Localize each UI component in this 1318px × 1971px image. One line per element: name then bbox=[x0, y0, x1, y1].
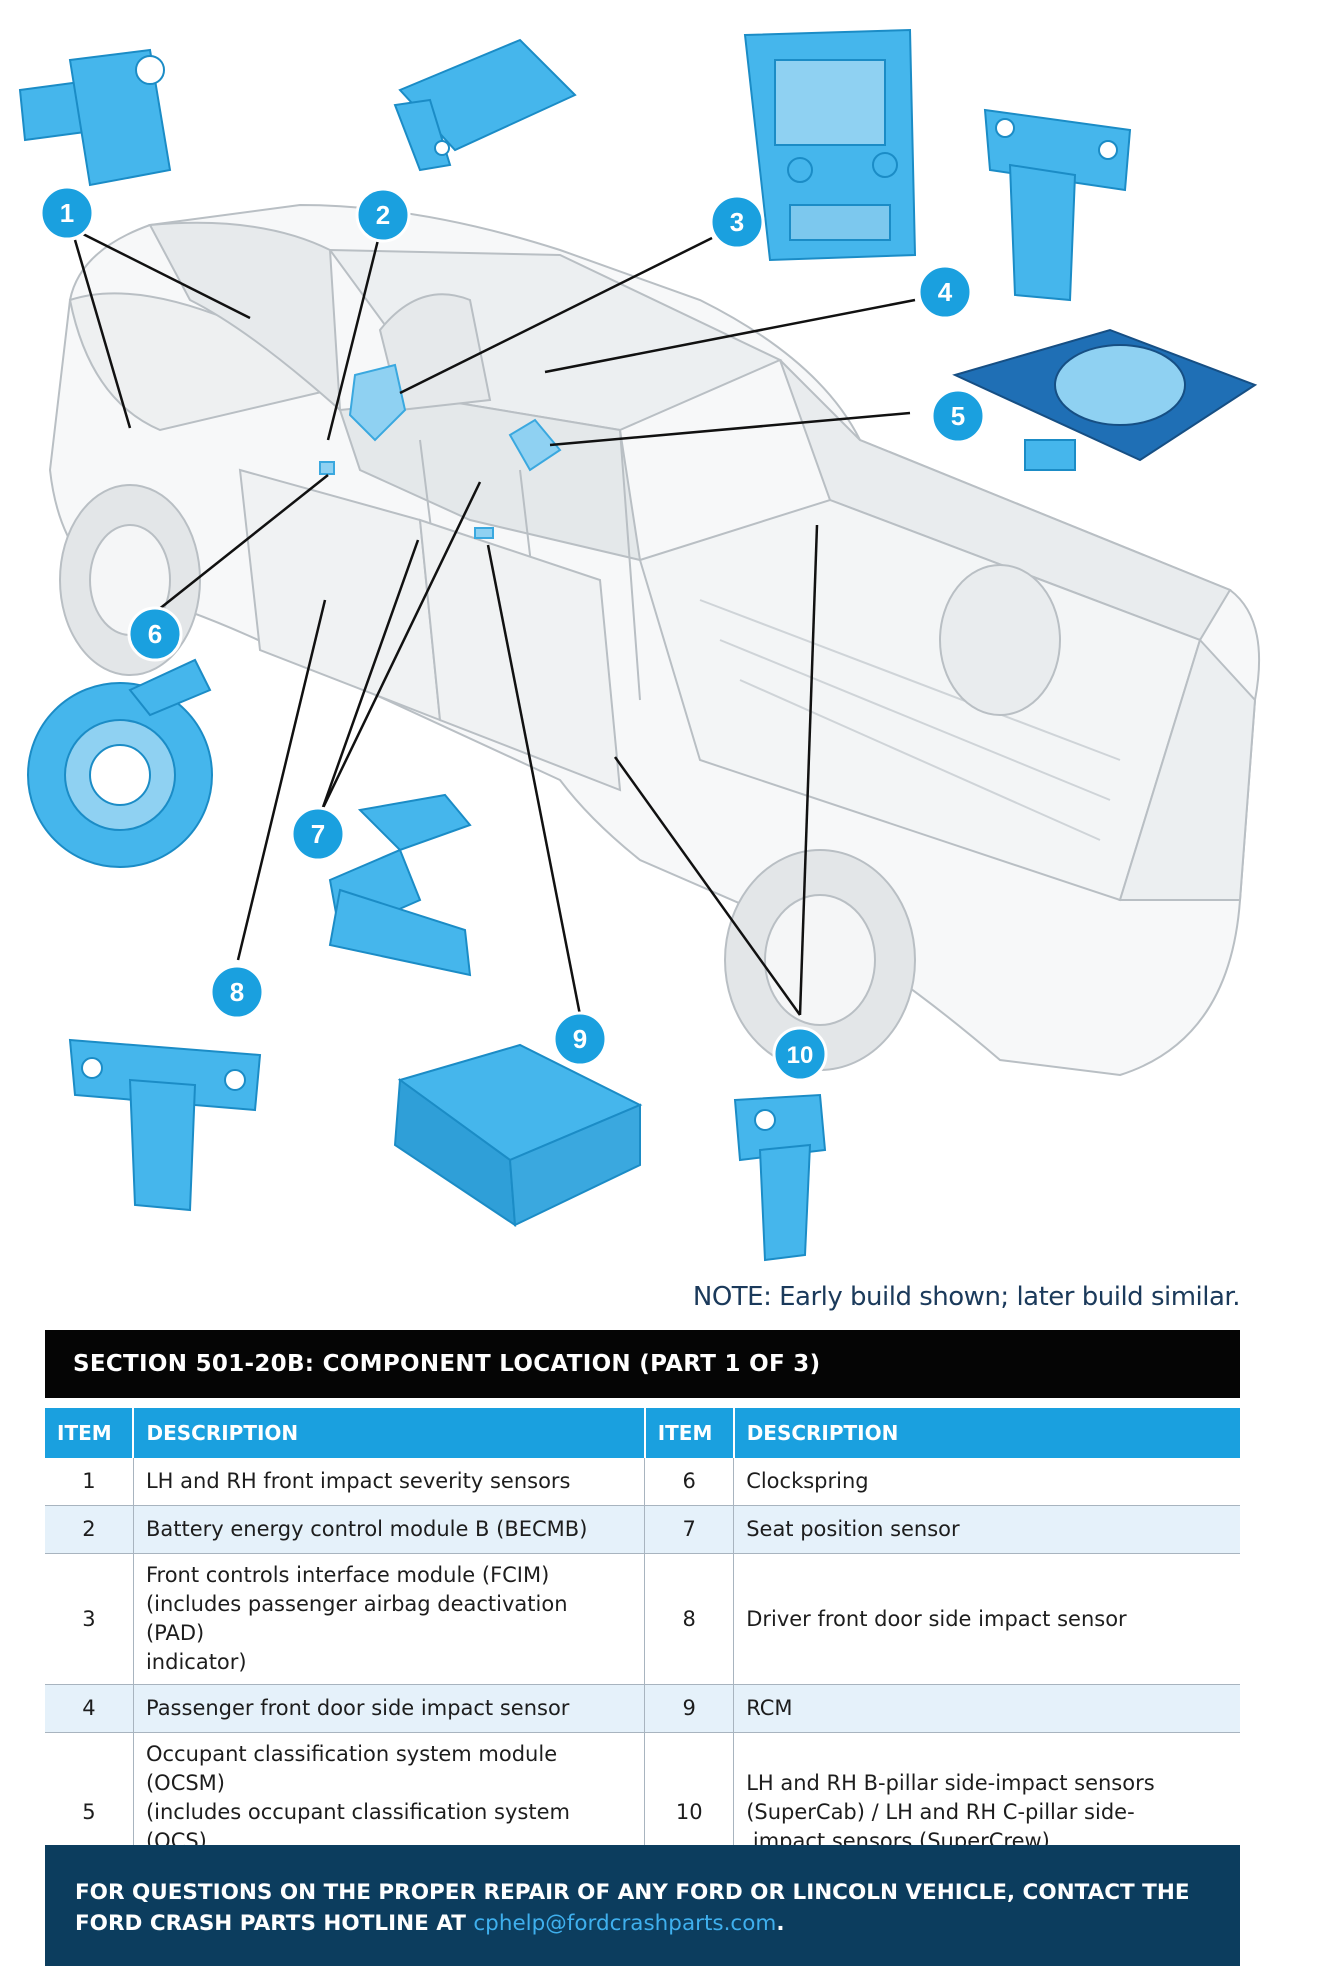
item-description: RCM bbox=[733, 1684, 1240, 1733]
hotline-text: FOR QUESTIONS ON THE PROPER REPAIR OF AN… bbox=[75, 1880, 1190, 1936]
table-row: 1 LH and RH front impact severity sensor… bbox=[45, 1458, 1240, 1506]
in-vehicle-markers bbox=[319, 363, 562, 539]
callout-6: 6 bbox=[127, 606, 183, 662]
item-number: 3 bbox=[45, 1553, 134, 1685]
callout-9: 9 bbox=[552, 1011, 608, 1067]
item-description: LH and RH front impact severity sensors bbox=[133, 1458, 646, 1506]
hotline-email-link[interactable]: cphelp@fordcrashparts.com bbox=[473, 1911, 777, 1936]
component-table: ITEM DESCRIPTION ITEM DESCRIPTION 1 LH a… bbox=[45, 1408, 1240, 1893]
header-item-right: ITEM bbox=[644, 1408, 735, 1458]
fcim-image bbox=[743, 28, 917, 262]
header-description-right: DESCRIPTION bbox=[733, 1408, 1240, 1458]
front-impact-sensor-image bbox=[18, 48, 172, 187]
svg-text:6: 6 bbox=[148, 619, 162, 649]
item-description: Front controls interface module (FCIM) (… bbox=[133, 1553, 646, 1685]
svg-text:2: 2 bbox=[376, 200, 390, 230]
becmb-image bbox=[393, 38, 577, 172]
seat-position-sensor-image bbox=[328, 793, 472, 977]
hotline-end: . bbox=[776, 1911, 785, 1936]
svg-text:3: 3 bbox=[730, 207, 744, 237]
svg-text:7: 7 bbox=[311, 819, 325, 849]
callout-8: 8 bbox=[209, 964, 265, 1020]
item-description: Battery energy control module B (BECMB) bbox=[133, 1505, 646, 1554]
callout-5: 5 bbox=[930, 388, 986, 444]
build-note: NOTE: Early build shown; later build sim… bbox=[692, 1282, 1241, 1312]
callout-10: 10 bbox=[772, 1026, 828, 1082]
svg-text:4: 4 bbox=[938, 277, 953, 307]
item-number: 2 bbox=[45, 1505, 134, 1554]
table-row: 3 Front controls interface module (FCIM)… bbox=[45, 1553, 1240, 1685]
svg-text:9: 9 bbox=[573, 1024, 587, 1054]
table-row: 2 Battery energy control module B (BECMB… bbox=[45, 1505, 1240, 1554]
header-item-left: ITEM bbox=[45, 1408, 135, 1458]
table-row: 4 Passenger front door side impact senso… bbox=[45, 1684, 1240, 1733]
svg-text:1: 1 bbox=[60, 198, 74, 228]
header-description-left: DESCRIPTION bbox=[133, 1408, 646, 1458]
ocsm-image bbox=[952, 328, 1258, 471]
component-location-diagram: 1 2 3 4 5 6 7 8 9 10 bbox=[18, 28, 1261, 1262]
callout-3: 3 bbox=[709, 194, 765, 250]
item-number: 4 bbox=[45, 1684, 134, 1733]
rcm-image bbox=[393, 1043, 643, 1227]
item-description: Driver front door side impact sensor bbox=[733, 1553, 1240, 1685]
item-description: Clockspring bbox=[733, 1458, 1240, 1506]
item-description: Passenger front door side impact sensor bbox=[133, 1684, 646, 1733]
callout-4: 4 bbox=[917, 264, 973, 320]
section-title: SECTION 501-20B: COMPONENT LOCATION (PAR… bbox=[45, 1330, 1240, 1398]
item-number: 9 bbox=[644, 1684, 735, 1733]
passenger-door-sensor-image bbox=[983, 108, 1132, 302]
svg-text:5: 5 bbox=[951, 401, 965, 431]
item-description: Seat position sensor bbox=[733, 1505, 1240, 1554]
component-illustrations bbox=[18, 28, 1258, 1262]
svg-text:8: 8 bbox=[230, 977, 244, 1007]
truck-illustration bbox=[48, 203, 1261, 1077]
callout-1: 1 bbox=[39, 185, 95, 241]
leader-lines bbox=[73, 228, 916, 1016]
item-number: 7 bbox=[644, 1505, 735, 1554]
item-number: 6 bbox=[644, 1458, 735, 1506]
table-header-row: ITEM DESCRIPTION ITEM DESCRIPTION bbox=[45, 1408, 1240, 1458]
item-number: 1 bbox=[45, 1458, 134, 1506]
hotline-footer: FOR QUESTIONS ON THE PROPER REPAIR OF AN… bbox=[45, 1845, 1240, 1966]
item-number: 8 bbox=[644, 1553, 735, 1685]
driver-door-sensor-image bbox=[68, 1038, 262, 1212]
pillar-sensor-image bbox=[733, 1093, 827, 1262]
svg-text:10: 10 bbox=[787, 1042, 814, 1069]
callout-7: 7 bbox=[290, 806, 346, 862]
clockspring-image bbox=[27, 658, 213, 868]
callout-2: 2 bbox=[355, 187, 411, 243]
